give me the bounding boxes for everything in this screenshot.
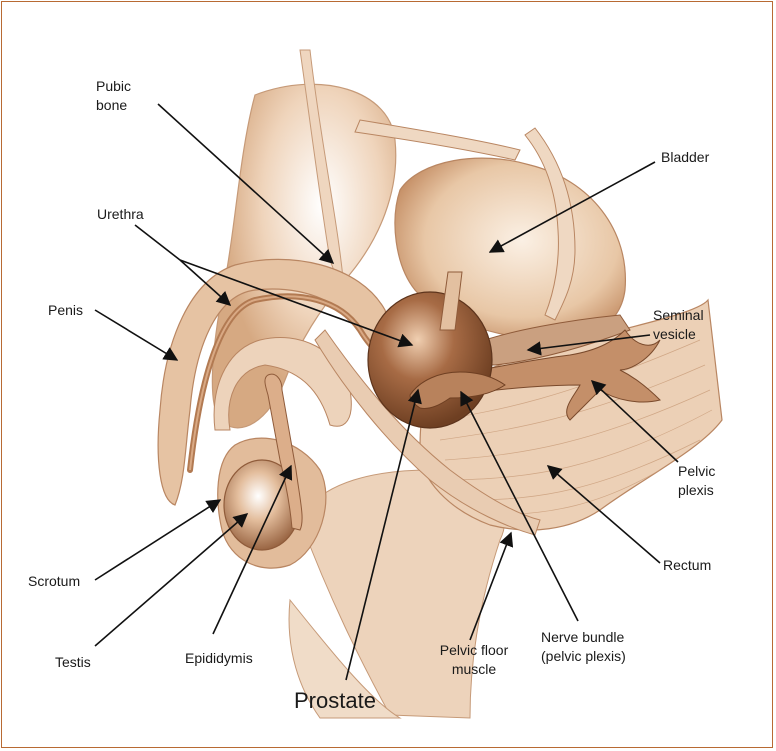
label-epididymis: Epididymis: [185, 649, 253, 668]
label-pubic-bone: Pubic bone: [96, 77, 131, 115]
label-pelvic-floor-muscle: Pelvic floor muscle: [426, 641, 522, 679]
label-penis: Penis: [48, 301, 83, 320]
label-rectum: Rectum: [663, 556, 711, 575]
leader-penis: [95, 310, 177, 360]
label-bladder: Bladder: [661, 148, 709, 167]
label-scrotum: Scrotum: [28, 572, 80, 591]
label-prostate: Prostate: [294, 688, 376, 714]
label-testis: Testis: [55, 653, 91, 672]
leader-testis: [95, 514, 247, 646]
label-urethra: Urethra: [97, 205, 144, 224]
label-pelvic-plexis: Pelvic plexis: [678, 462, 715, 500]
label-seminal-vesicle: Seminal vesicle: [653, 306, 704, 344]
leader-scrotum: [95, 500, 220, 580]
label-nerve-bundle: Nerve bundle (pelvic plexis): [541, 628, 626, 666]
